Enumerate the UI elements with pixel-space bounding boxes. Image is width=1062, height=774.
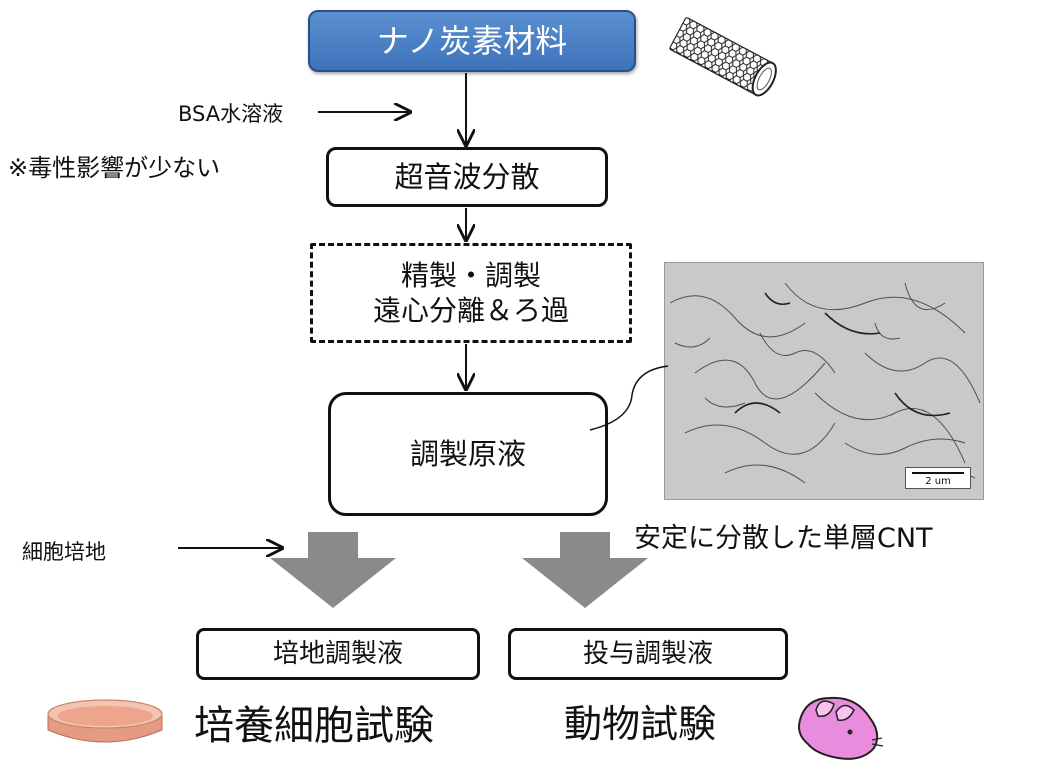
nanotube-icon <box>669 17 777 97</box>
big-arrow-animal <box>522 532 648 608</box>
big-arrow-culture <box>270 532 396 608</box>
culture-prep-label: 培地調製液 <box>272 638 403 669</box>
micrograph-caption: 安定に分散した単層CNT <box>634 523 933 554</box>
dispersion-label: 超音波分散 <box>394 159 540 194</box>
purification-label-1: 精製・調製 <box>400 259 541 292</box>
scale-bar: 2 um <box>905 467 971 489</box>
culture-prep-box: 培地調製液 <box>196 628 480 680</box>
purification-box: 精製・調製 遠心分離＆ろ過 <box>310 243 632 343</box>
material-box: ナノ炭素材料 <box>308 10 636 72</box>
micrograph-leader-line <box>589 365 669 431</box>
cnt-micrograph: 2 um <box>664 262 984 500</box>
petri-dish-icon <box>47 699 163 743</box>
animal-test-label: 動物試験 <box>564 702 717 746</box>
low-toxicity-note: ※毒性影響が少ない <box>8 154 221 182</box>
mouse-icon <box>798 696 884 760</box>
dose-prep-box: 投与調製液 <box>508 628 788 680</box>
purification-label-2: 遠心分離＆ろ過 <box>372 294 569 327</box>
stock-solution-box: 調製原液 <box>328 392 608 516</box>
medium-input-label: 細胞培地 <box>22 540 106 564</box>
dose-prep-label: 投与調製液 <box>582 638 713 669</box>
bsa-input-label: BSA水溶液 <box>178 102 284 126</box>
dispersion-box: 超音波分散 <box>326 147 608 207</box>
material-label: ナノ炭素材料 <box>376 22 568 60</box>
stock-solution-label: 調製原液 <box>409 436 526 471</box>
culture-test-label: 培養細胞試験 <box>194 703 434 749</box>
